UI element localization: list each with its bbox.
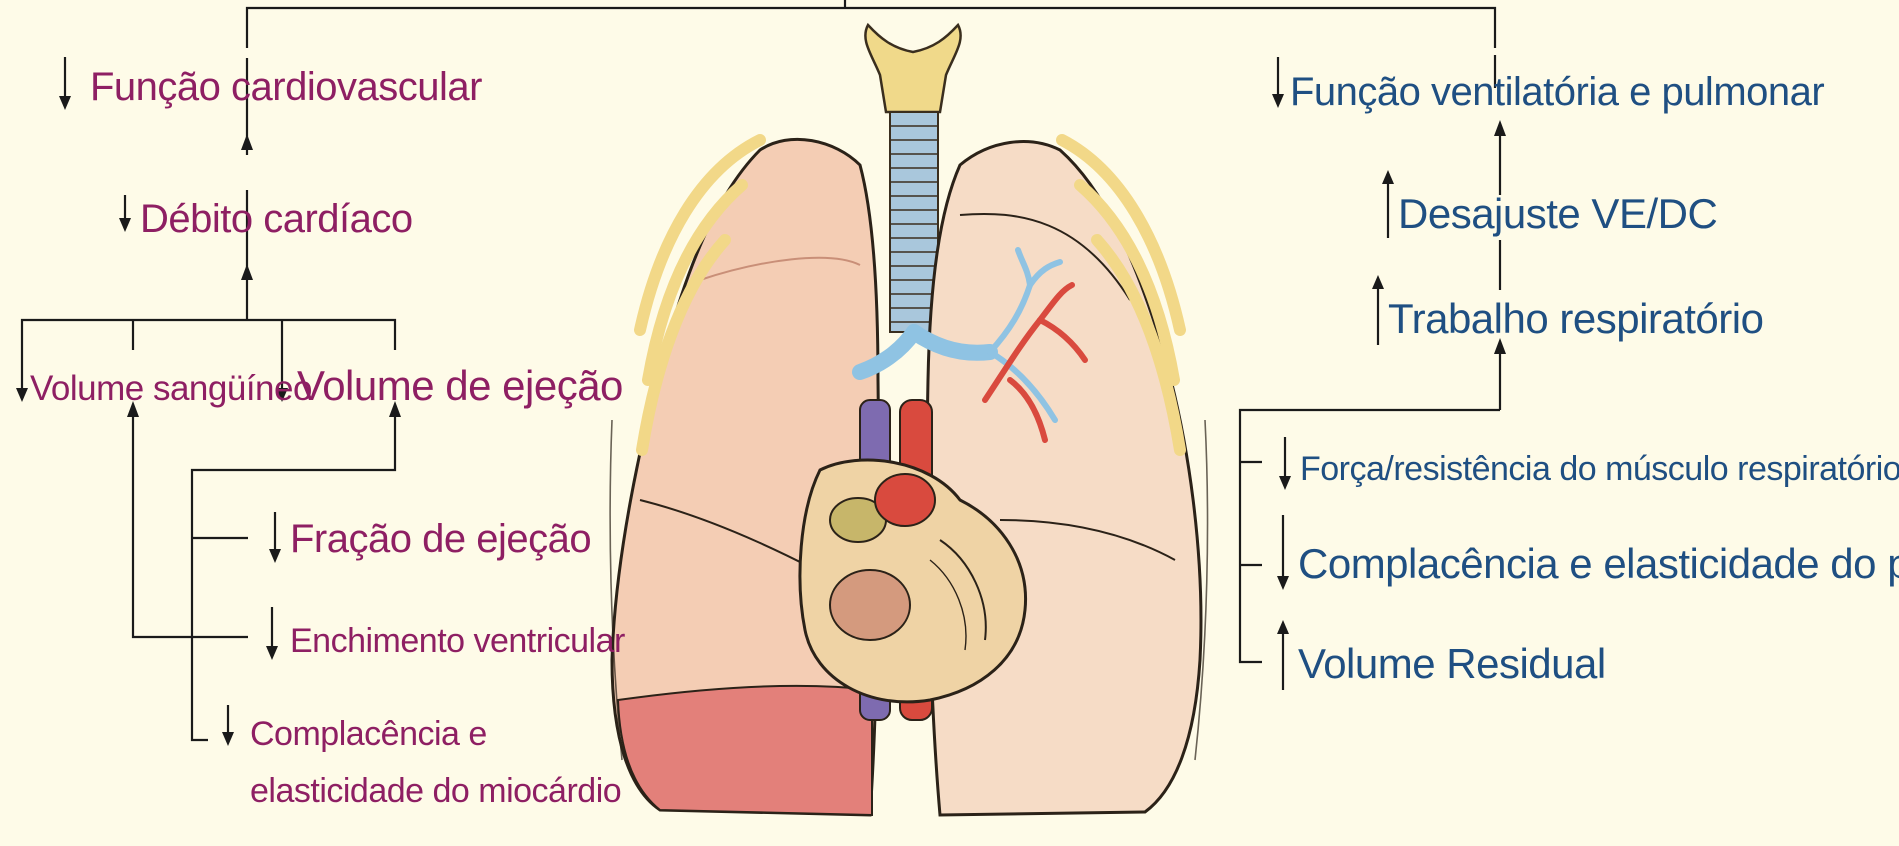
work-of-breathing-label: Trabalho respiratório bbox=[1388, 295, 1763, 342]
cardiovascular-branch: Função cardiovascular Débito cardíaco Vo… bbox=[16, 57, 625, 810]
blood-volume-label: Volume sangüíneo bbox=[30, 369, 312, 408]
ejection-fraction-label: Fração de ejeção bbox=[290, 517, 591, 561]
myocardial-compliance-label-line1: Complacência e bbox=[250, 715, 487, 753]
right-trend-arrows bbox=[1272, 57, 1394, 690]
residual-volume-label: Volume Residual bbox=[1298, 640, 1606, 687]
cardiac-output-label: Débito cardíaco bbox=[140, 197, 413, 241]
ventricle bbox=[830, 570, 910, 640]
va-q-mismatch-label: Desajuste VE/DC bbox=[1398, 190, 1717, 237]
cardiovascular-function-label: Função cardiovascular bbox=[90, 65, 482, 109]
right-lung-lower-lobe bbox=[618, 686, 872, 815]
left-lung bbox=[927, 142, 1201, 815]
lung-compliance-label: Complacência e elasticidade do pulmão bbox=[1298, 540, 1899, 587]
lungs-heart-illustration bbox=[610, 25, 1207, 815]
ventilatory-function-label: Função ventilatória e pulmonar bbox=[1290, 70, 1824, 114]
ventricular-filling-label: Enchimento ventricular bbox=[290, 622, 625, 660]
larynx-cartilage bbox=[865, 25, 960, 112]
stroke-volume-label: Volume de ejeção bbox=[297, 362, 623, 409]
myocardial-compliance-label-line2: elasticidade do miocárdio bbox=[250, 772, 621, 810]
respiratory-muscle-strength-label: Força/resistência do músculo respiratóri… bbox=[1300, 450, 1899, 488]
respiratory-branch: Função ventilatória e pulmonar Desajuste… bbox=[1240, 55, 1899, 690]
